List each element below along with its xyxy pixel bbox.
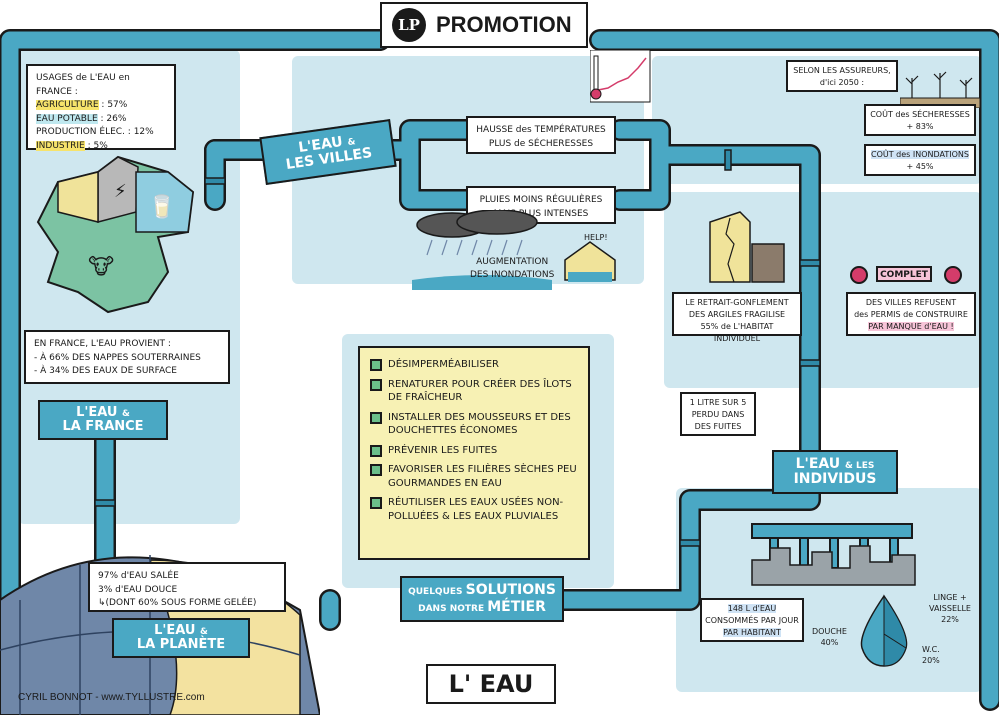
conso-line-3: PAR HABITANT (723, 628, 781, 637)
ribbon-solutions: QUELQUES SOLUTIONS DANS NOTRE MÉTIER (400, 576, 564, 622)
solution-item: RÉUTILISER les EAUX USÉES NON-POLLUÉES &… (370, 496, 578, 523)
header-logo-box: LP PROMOTION (380, 2, 588, 48)
cost2-line-1: COÛT des INONDATIONS (871, 150, 969, 159)
provenance-title: EN FRANCE, L'EAU PROVIENT : (34, 339, 171, 349)
check-icon (370, 411, 382, 424)
douche-label: DOUCHE 40% (812, 627, 847, 648)
svg-text:🥛: 🥛 (148, 194, 175, 220)
cracked-building (709, 211, 785, 283)
cost1-line-2: + 83% (906, 122, 934, 131)
svg-text:🐮: 🐮 (88, 255, 114, 280)
svg-text:⚡: ⚡ (114, 181, 127, 202)
temp-box: HAUSSE des TEMPÉRATURES PLUS de SÉCHERES… (466, 116, 616, 154)
conso-box: 148 L d'EAU CONSOMMÉS PAR JOUR PAR HABIT… (700, 598, 804, 642)
usages-box: USAGES de L'EAU en FRANCE : AGRICULTURE … (26, 64, 176, 151)
thermometer-chart (590, 50, 651, 103)
usage-row-production: PRODUCTION ÉLEC. : 12% (36, 127, 154, 137)
cost-inondations-box: COÛT des INONDATIONS + 45% (864, 144, 976, 176)
solution-item: FAVORISER LES FILIÈRES SÈCHES peu GOURMA… (370, 463, 578, 490)
refus-line-1: DES VILLES REFUSENT (865, 298, 957, 307)
argiles-line-2: DES ARGILES FRAGILISE (688, 310, 786, 319)
rain-line-2: MAIS PLUS INTENSES (493, 208, 589, 219)
fuites-box: 1 LITRE SUR 5 PERDU DANS DES FUITES (680, 392, 756, 436)
refus-box: DES VILLES REFUSENT des PERMIS de CONSTR… (846, 292, 976, 336)
fuites-line-2: PERDU DANS (691, 410, 745, 419)
provenance-line-2: - À 34% DES EAUX DE SURFACE (34, 366, 177, 376)
argiles-line-3: 55% de L'HABITAT INDIVIDUEL (700, 322, 774, 343)
solution-item: INSTALLER des MOUSSEURS et des DOUCHETTE… (370, 411, 578, 438)
usage-row-eau-potable: EAU POTABLE : 26% (36, 113, 127, 124)
usages-title: USAGES de L'EAU en FRANCE : (36, 73, 130, 97)
cost-secheresses-box: COÛT des SÉCHERESSES + 83% (864, 104, 976, 136)
no-entry-sign-left (850, 266, 868, 284)
conso-line-1: 148 L d'EAU (727, 604, 777, 613)
planete-line-2: 3% d'EAU DOUCE (98, 584, 178, 595)
planete-line-3: ↳(DONT 60% SOUS FORME GELÉE) (98, 598, 257, 608)
floods-label: AUGMENTATION des INONDATIONS (470, 257, 555, 280)
check-icon (370, 359, 382, 371)
temp-line-1: HAUSSE des TEMPÉRATURES (476, 125, 606, 135)
temp-line-2: PLUS de SÉCHERESSES (488, 138, 594, 149)
check-icon (370, 378, 382, 391)
ribbon-individus: L'EAU & LES INDIVIDUS (772, 450, 898, 494)
assureurs-box: SELON LES ASSUREURS, d'ici 2050 : (786, 60, 898, 92)
footer-credit: CYRIL BONNOT - www.TYLLUSTRE.com (18, 692, 205, 703)
header-title: PROMOTION (436, 12, 572, 37)
footer-title: L' EAU (426, 664, 556, 704)
cost1-line-1: COÛT des SÉCHERESSES (870, 110, 970, 119)
check-icon (370, 444, 382, 457)
flooded-house (564, 241, 616, 282)
provenance-line-1: - À 66% DES NAPPES SOUTERRAINES (34, 352, 201, 363)
check-icon (370, 497, 382, 509)
water-drop-chart (860, 594, 908, 667)
rain-cloud-illustration (412, 210, 552, 290)
solutions-list: DÉSIMPERMÉABILISER RENATURER POUR CRÉER … (370, 358, 578, 523)
usage-row-industrie: INDUSTRIE : 5% (36, 140, 108, 151)
wc-label: W.C. 20% (922, 645, 940, 666)
refus-line-2: des PERMIS de CONSTRUIRE (854, 310, 968, 319)
assureurs-line-2: d'ici 2050 : (819, 78, 865, 87)
fuites-line-1: 1 LITRE SUR 5 (689, 398, 747, 407)
ribbon-planete: L'EAU & LA PLANÈTE (112, 618, 250, 658)
provenance-box: EN FRANCE, L'EAU PROVIENT : - À 66% DES … (24, 330, 230, 384)
logo-badge: LP (392, 8, 426, 42)
planete-line-1: 97% d'EAU SALÉE (98, 571, 179, 581)
argiles-line-1: LE RETRAIT-GONFLEMENT (685, 298, 789, 307)
cost2-line-2: + 45% (906, 162, 934, 171)
help-label: HELP! (584, 233, 608, 242)
rain-line-1: PLUIES MOINS RÉGULIÈRES (479, 195, 603, 205)
complet-sign: COMPLET (876, 266, 932, 282)
conso-line-2: CONSOMMÉS PAR JOUR (705, 616, 799, 625)
solutions-note: DÉSIMPERMÉABILISER RENATURER POUR CRÉER … (358, 346, 590, 560)
check-icon (370, 464, 382, 476)
usage-row-agriculture: AGRICULTURE : 57% (36, 100, 128, 110)
panel-conso (676, 488, 982, 692)
planete-box: 97% d'EAU SALÉE 3% d'EAU DOUCE ↳(DONT 60… (88, 562, 286, 612)
fuites-line-3: DES FUITES (694, 422, 742, 431)
ribbon-france: L'EAU & LA FRANCE (38, 400, 168, 440)
assureurs-line-1: SELON LES ASSUREURS, (793, 66, 891, 75)
no-entry-sign-right (944, 266, 962, 284)
solution-item: RENATURER POUR CRÉER des ÎLOTS de FRAÎCH… (370, 378, 578, 405)
dry-plants-illustration (900, 71, 980, 108)
linge-label: LINGE + VAISSELLE 22% (929, 593, 971, 625)
argiles-box: LE RETRAIT-GONFLEMENT DES ARGILES FRAGIL… (672, 292, 802, 343)
solution-item: DÉSIMPERMÉABILISER (370, 358, 578, 372)
refus-line-3: PAR MANQUE d'EAU ! (868, 322, 954, 331)
france-map: ⚡ 🥛 🐮 (36, 155, 195, 314)
solution-item: PRÉVENIR les FUITES (370, 444, 578, 458)
